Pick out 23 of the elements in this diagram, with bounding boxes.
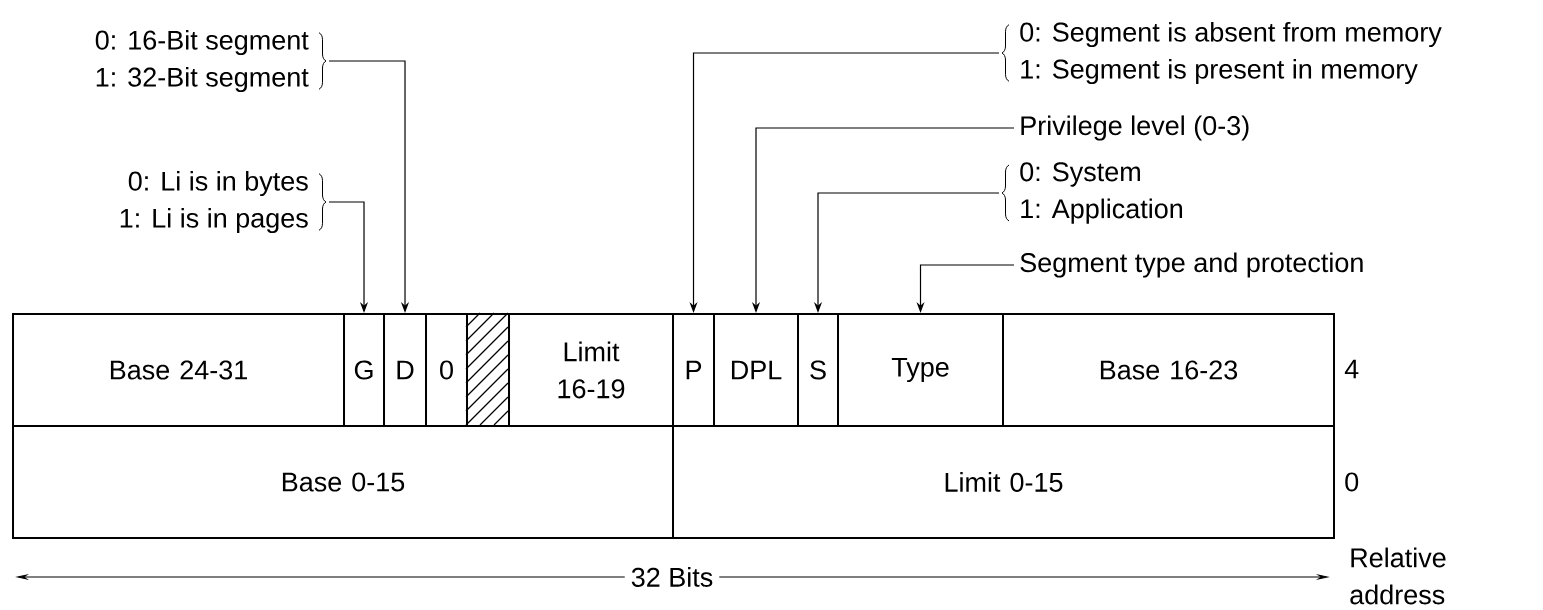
field-cell: Limit 0-15 bbox=[672, 425, 1335, 539]
field-cell: Type bbox=[837, 313, 1004, 427]
field-cell: Limit 16-19 bbox=[508, 313, 674, 427]
annotation-text: Segment type and protection bbox=[1020, 252, 1363, 278]
hatched-cell bbox=[465, 312, 510, 427]
annotation-text: 0: 16-Bit segment 1: 32-Bit segment bbox=[95, 29, 309, 93]
field-cell: S bbox=[797, 313, 839, 427]
field-cell: 0 bbox=[425, 313, 468, 427]
field-cell: G bbox=[343, 313, 385, 427]
annotation-text: Privilege level (0-3) bbox=[1021, 115, 1249, 141]
dimension-label: 32 Bits bbox=[624, 561, 720, 593]
address-label: 4 bbox=[1344, 359, 1359, 379]
field-cell: DPL bbox=[713, 313, 799, 427]
field-cell: Base 16-23 bbox=[1002, 313, 1335, 427]
address-label: Relative address bbox=[1350, 547, 1446, 605]
field-cell: Base 0-15 bbox=[12, 425, 674, 539]
field-cell: Base 24-31 bbox=[12, 313, 345, 427]
annotation-text: 0: Li is in bytes 1: Li is in pages bbox=[120, 170, 308, 234]
address-label: 0 bbox=[1345, 472, 1359, 492]
annotation-text: 0: System 1: Application bbox=[1020, 162, 1182, 224]
field-cell: P bbox=[672, 313, 715, 427]
annotation-text: 0: Segment is absent from memory 1: Segment is present in memory bbox=[1020, 21, 1442, 85]
field-cell: D bbox=[383, 313, 427, 427]
